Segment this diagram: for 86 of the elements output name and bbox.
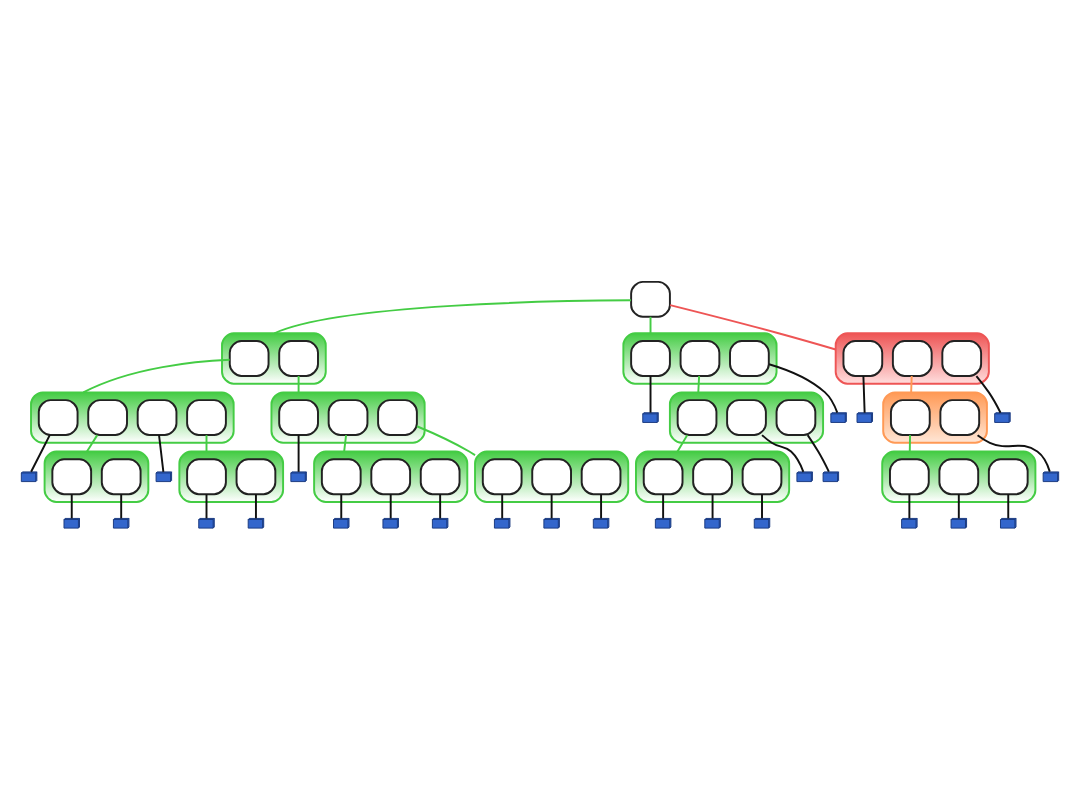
connector — [86, 434, 99, 453]
node-box — [186, 399, 227, 437]
connector — [768, 363, 839, 414]
connector — [273, 299, 632, 335]
connector — [649, 375, 652, 414]
cluster — [834, 332, 990, 385]
node-box — [235, 458, 277, 496]
node-box — [630, 280, 671, 318]
cluster — [221, 332, 327, 385]
node-box — [741, 458, 783, 496]
node-box — [775, 399, 817, 437]
node-box — [890, 399, 931, 437]
node-box — [481, 458, 523, 496]
node-box — [136, 399, 178, 437]
connector — [297, 434, 300, 473]
connector — [975, 375, 1002, 414]
connector — [957, 493, 960, 520]
connector — [158, 434, 165, 473]
connector — [1007, 493, 1010, 520]
cluster — [474, 450, 630, 503]
node-box — [186, 458, 227, 496]
connector — [600, 493, 603, 520]
connector — [910, 375, 913, 394]
node-box — [987, 458, 1029, 496]
cluster — [881, 450, 1037, 503]
connector — [415, 425, 477, 457]
connector — [120, 493, 123, 520]
connector — [908, 434, 911, 453]
cluster — [178, 450, 285, 503]
connector — [711, 493, 714, 520]
connector — [806, 434, 830, 473]
connector — [976, 434, 1051, 473]
node-box — [327, 399, 369, 437]
node-box — [692, 458, 733, 496]
cluster — [668, 391, 825, 444]
node-box — [531, 458, 572, 496]
cluster — [622, 332, 778, 385]
node-box — [630, 340, 671, 377]
node-box — [278, 399, 319, 437]
node-box — [729, 340, 770, 377]
node-box — [642, 458, 684, 496]
connector — [761, 493, 763, 520]
connector — [205, 493, 208, 520]
node-box — [941, 340, 983, 377]
node-box — [370, 458, 412, 496]
node-box — [320, 458, 362, 496]
node-box — [938, 458, 980, 496]
connector — [389, 493, 392, 520]
cluster — [270, 391, 426, 444]
connector — [862, 375, 866, 414]
connector — [343, 434, 348, 453]
connector — [908, 493, 911, 520]
node-box — [679, 340, 721, 377]
node-box — [580, 458, 622, 496]
node-box — [100, 458, 142, 496]
node-box — [891, 340, 933, 377]
connector — [82, 358, 231, 394]
connector — [297, 375, 300, 394]
cluster — [30, 391, 235, 444]
cluster — [313, 450, 469, 503]
node-box — [228, 340, 270, 377]
connector — [30, 434, 51, 473]
connector — [550, 493, 553, 520]
node-box — [377, 399, 418, 437]
node-box — [676, 399, 718, 437]
connector — [340, 493, 343, 520]
node-box — [37, 399, 79, 437]
connector — [662, 493, 665, 520]
node-box — [51, 458, 93, 496]
cluster — [882, 391, 988, 444]
node-box — [939, 399, 981, 437]
connector — [439, 493, 442, 520]
node-box — [889, 458, 930, 496]
node-box — [87, 399, 128, 437]
connector — [676, 434, 689, 453]
cluster — [635, 450, 791, 503]
connector — [255, 493, 257, 520]
connector — [70, 493, 73, 520]
cluster — [43, 450, 150, 503]
node-box — [419, 458, 461, 496]
connector — [501, 493, 504, 520]
node-box — [842, 340, 884, 377]
node-box — [278, 340, 319, 377]
connector — [669, 304, 837, 351]
connector — [697, 375, 701, 394]
node-box — [726, 399, 767, 437]
